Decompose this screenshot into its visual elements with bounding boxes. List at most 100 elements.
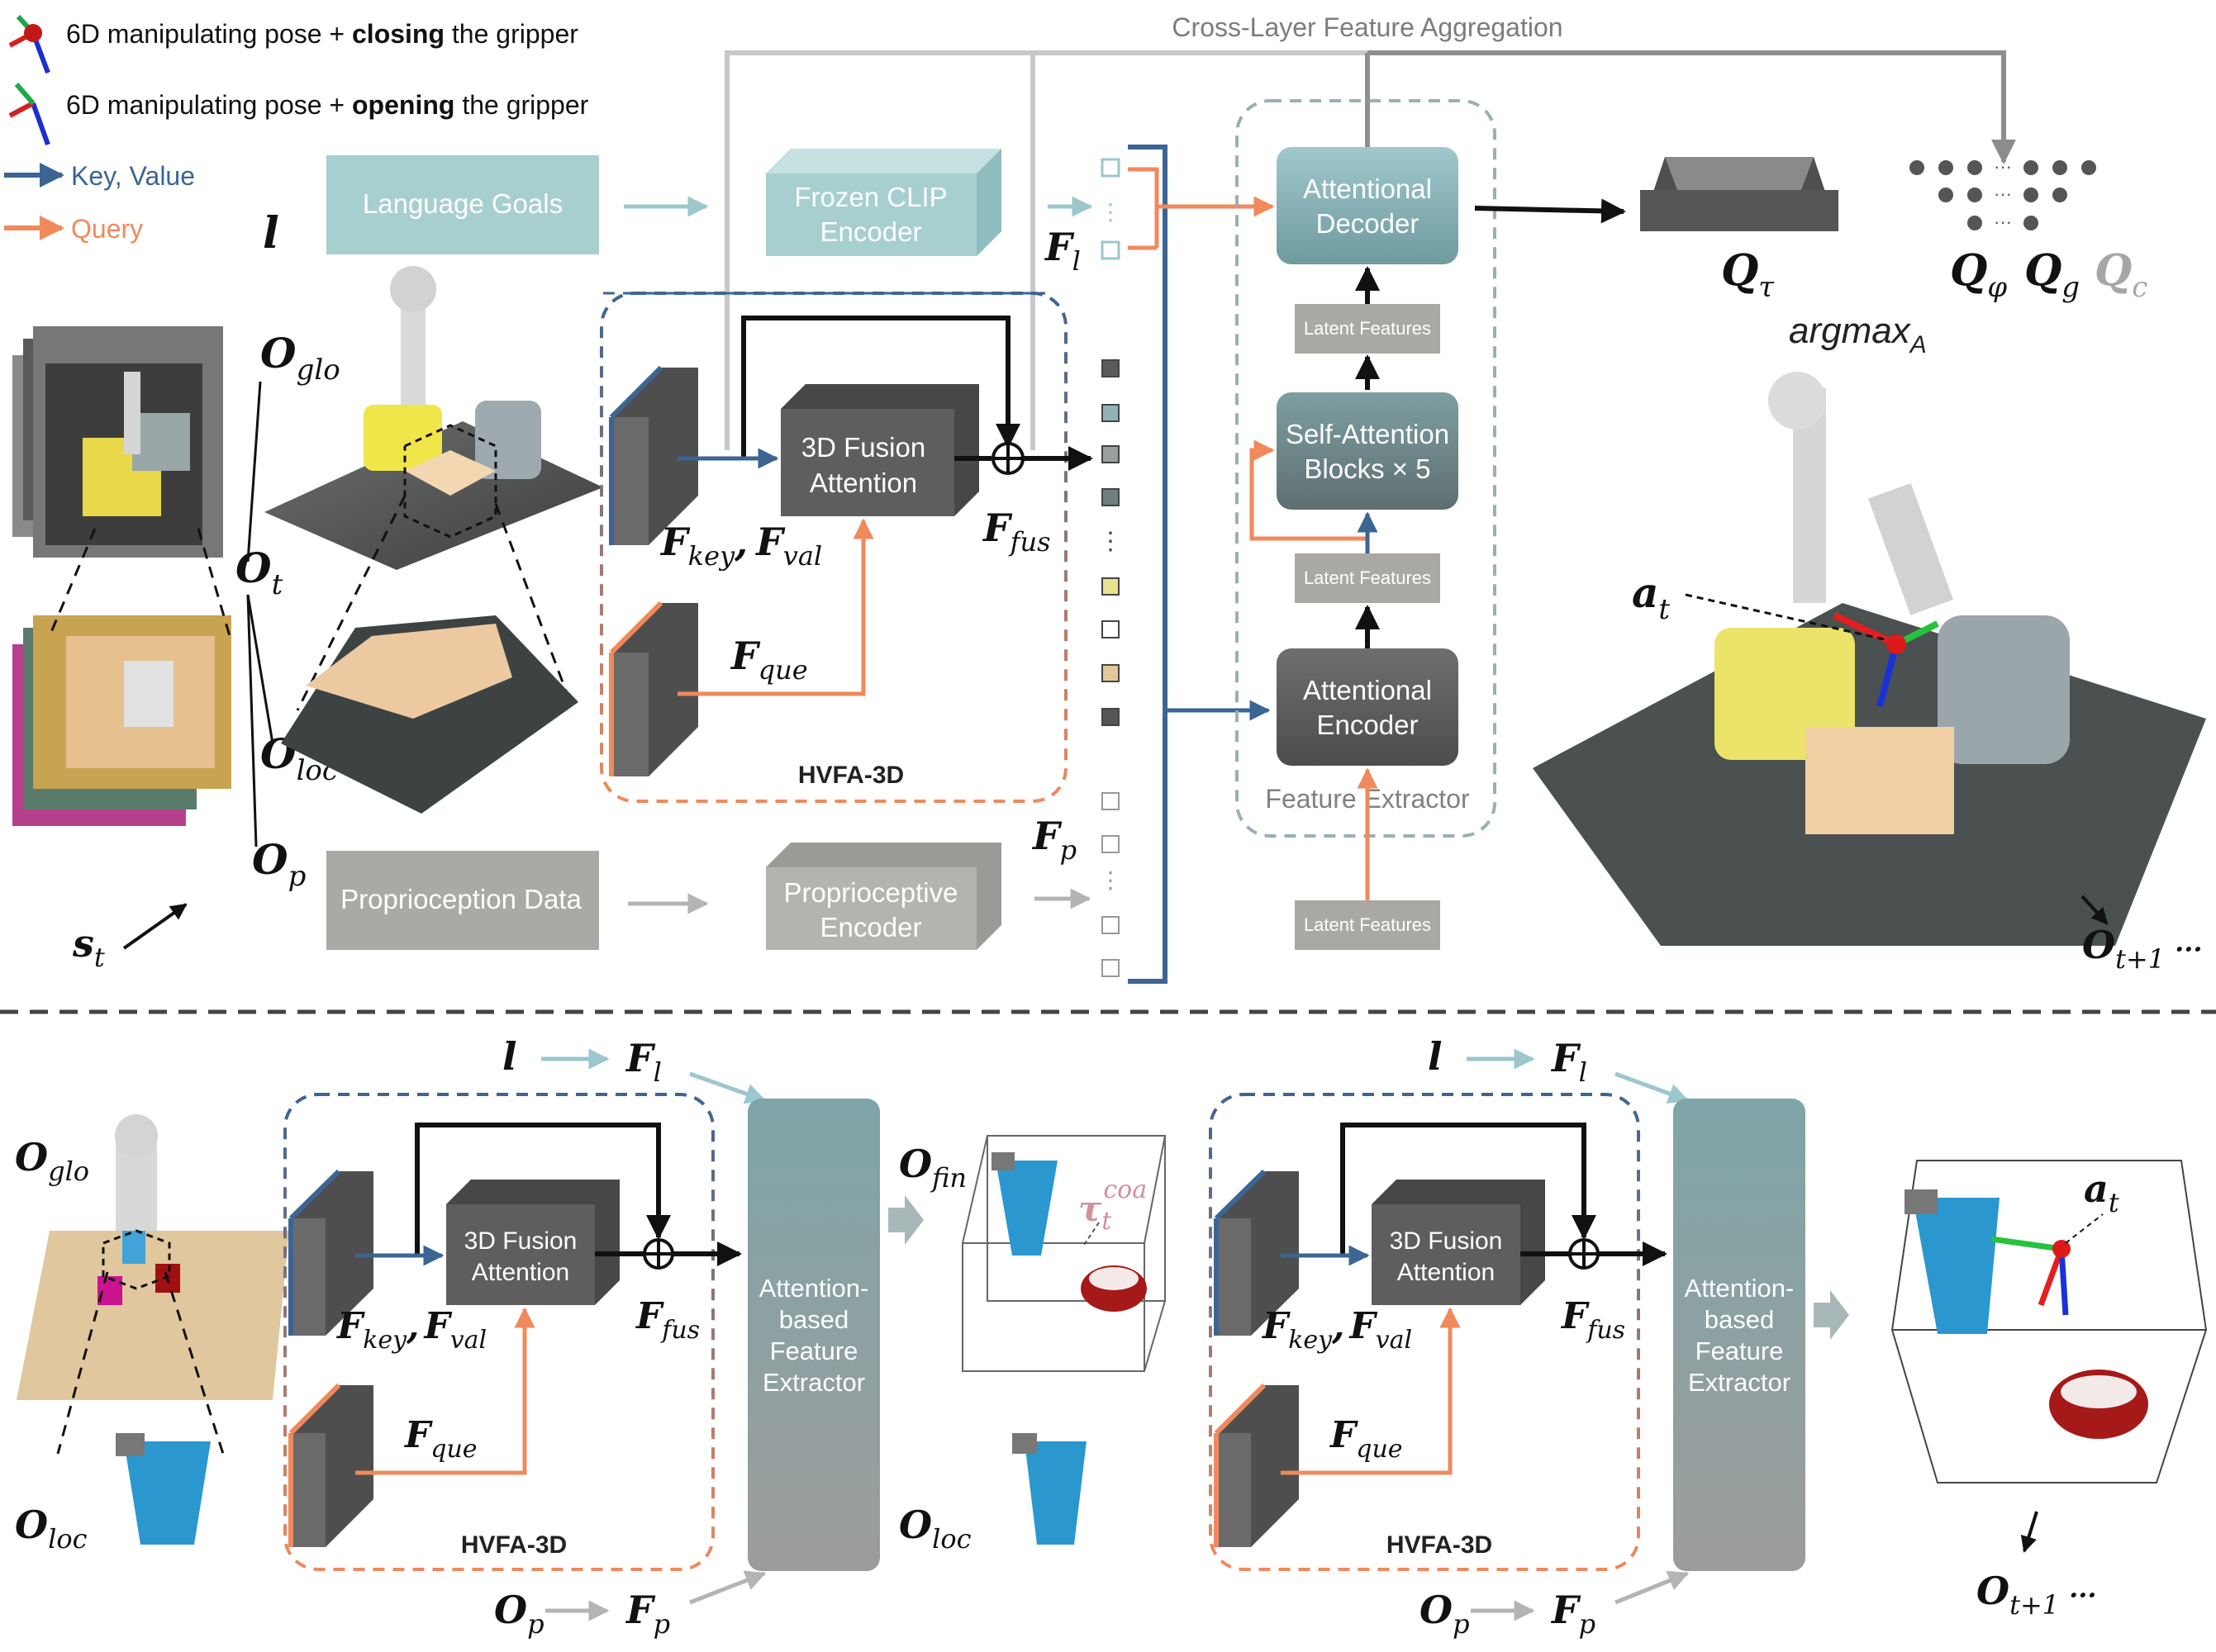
- svg-text:Oglo: Oglo: [260, 329, 340, 387]
- a-hat-label-bottom: at: [2084, 1166, 2119, 1218]
- svg-text:Ffus: Ffus: [635, 1295, 700, 1345]
- svg-text:Fque: Fque: [1329, 1414, 1403, 1464]
- proprio-token: [1101, 792, 1120, 810]
- fused-token: [1101, 708, 1120, 726]
- svg-text:Latent Features: Latent Features: [1304, 567, 1431, 588]
- svg-text:HVFA-3D: HVFA-3D: [1386, 1531, 1492, 1559]
- query-feature-block: [609, 601, 698, 776]
- state-label: st: [72, 903, 188, 973]
- fp-label-b1: Fp: [625, 1588, 670, 1640]
- svg-text:Extractor: Extractor: [763, 1368, 865, 1397]
- action-dot: [1938, 160, 1953, 175]
- fused-token: [1101, 445, 1120, 463]
- o-loc-label-bottom: Oloc: [15, 1502, 88, 1555]
- hvfa-3d-bottom-2: HVFA-3D 3D Fusion Attention Fkey,Fval Fq…: [1209, 1093, 1667, 1571]
- fused-token: [1101, 488, 1120, 506]
- legend-opening: 6D manipulating pose + opening the gripp…: [66, 90, 589, 120]
- svg-text:Ot: Ot: [235, 544, 283, 601]
- svg-text:Frozen CLIP: Frozen CLIP: [794, 182, 947, 212]
- language-goals-label: Language Goals: [363, 188, 563, 219]
- action-dot: [1967, 160, 1982, 175]
- proprio-token: [1101, 959, 1120, 977]
- fused-token: [1101, 359, 1120, 377]
- svg-text:Feature: Feature: [1695, 1336, 1784, 1365]
- svg-text:Decoder: Decoder: [1316, 208, 1419, 239]
- dot-ellipsis: ···: [1994, 211, 2012, 232]
- svg-text:Proprioceptive: Proprioceptive: [784, 877, 958, 908]
- bottom-scene: [17, 1114, 289, 1545]
- action-dot: [1909, 160, 1924, 175]
- language-tokens: ⋮ Fl: [1044, 158, 1122, 277]
- action-dot: [2081, 160, 2096, 175]
- svg-text:⋮: ⋮: [1099, 199, 1122, 225]
- key-value-feature-block: [609, 365, 698, 545]
- svg-text:Ffus: Ffus: [982, 506, 1051, 558]
- proprio-token: [1101, 835, 1120, 853]
- q-g-label: Qg: [2024, 245, 2080, 304]
- proprioception-data-box: [326, 851, 599, 950]
- dot-ellipsis: ···: [1994, 156, 2012, 177]
- fused-token: [1101, 664, 1120, 682]
- svg-text:Ffus: Ffus: [1560, 1295, 1625, 1345]
- q-tau-label: Qτ: [1721, 245, 1775, 304]
- svg-text:Latent Features: Latent Features: [1304, 914, 1431, 935]
- o-next-label-bottom: Ot+1···: [1976, 1569, 2097, 1621]
- fused-token: [1101, 404, 1120, 422]
- svg-text:Attention-: Attention-: [1685, 1274, 1795, 1303]
- local-point-cloud: [281, 615, 578, 814]
- svg-text:Fl: Fl: [1044, 225, 1081, 277]
- action-dot: [2023, 188, 2038, 202]
- svg-text:Encoder: Encoder: [1317, 710, 1419, 740]
- svg-text:Blocks × 5: Blocks × 5: [1304, 453, 1430, 484]
- local-crop-middle: [1012, 1433, 1087, 1545]
- fl-label-b2: Fl: [1550, 1036, 1587, 1088]
- gripper-closing-icon: [8, 14, 50, 74]
- proprio-token: [1101, 916, 1120, 934]
- multi-view-image-stack: [12, 326, 231, 826]
- rotation-gripper-dots: ·········: [1909, 156, 2096, 232]
- global-point-cloud: [264, 266, 603, 711]
- svg-text:st: st: [72, 921, 105, 973]
- svg-text:Fque: Fque: [403, 1414, 478, 1464]
- gripper-opening-icon: [8, 83, 50, 146]
- svg-text:Fque: Fque: [730, 634, 808, 686]
- cross-layer-aggregation: Cross-Layer Feature Aggregation: [725, 12, 2016, 450]
- flow-arrow-1: [888, 1195, 924, 1245]
- op-label-b2: Op: [1419, 1588, 1470, 1640]
- action-dot: [1938, 188, 1953, 202]
- svg-text:based: based: [779, 1305, 849, 1334]
- svg-text:Extractor: Extractor: [1688, 1368, 1790, 1397]
- legend-closing: 6D manipulating pose + closing the gripp…: [66, 19, 578, 49]
- o-loc-label-mid: Oloc: [899, 1502, 972, 1555]
- attentional-encoder: [1277, 648, 1458, 766]
- token-bracket: [1128, 145, 1275, 984]
- svg-text:based: based: [1705, 1305, 1774, 1334]
- token-ellipsis: ⋮: [1098, 528, 1123, 555]
- svg-text:Attention: Attention: [1397, 1259, 1495, 1286]
- fp-label-b2: Fp: [1550, 1588, 1595, 1640]
- tau-coa-label: τtcoa: [1078, 1175, 1147, 1236]
- svg-text:Attentional: Attentional: [1303, 675, 1432, 705]
- l-label-b1: l: [502, 1034, 516, 1079]
- action-dot: [2052, 160, 2067, 175]
- svg-text:Attention: Attention: [472, 1259, 569, 1286]
- svg-text:HVFA-3D: HVFA-3D: [461, 1531, 567, 1559]
- hvfa-3d-top: HVFA-3D 3D Fusion Attention Fkey,: [600, 292, 1093, 803]
- a-hat-label-top: at: [1632, 568, 1670, 626]
- final-cube: [1891, 1160, 2208, 1483]
- op-label-b1: Op: [494, 1588, 544, 1640]
- legend-query: Query: [71, 214, 143, 244]
- language-symbol: l: [263, 208, 279, 259]
- fused-token: [1101, 620, 1120, 638]
- q-tau-head: [1640, 157, 1838, 231]
- argmax-label: argmaxA: [1789, 311, 1927, 358]
- svg-text:Fkey,Fval: Fkey,Fval: [659, 520, 822, 572]
- 3d-fusion-attention-block: 3D Fusion Attention: [781, 384, 979, 516]
- svg-text:Attention-: Attention-: [759, 1274, 869, 1303]
- legend-key-value: Key, Value: [71, 161, 195, 191]
- svg-text:3D Fusion: 3D Fusion: [1390, 1227, 1503, 1255]
- attention-feature-extractor-2: Attention- based Feature Extractor: [1673, 1099, 1805, 1571]
- action-dot: [1967, 188, 1982, 202]
- feature-extractor: Attentional Decoder Latent Features Self…: [1235, 99, 1496, 950]
